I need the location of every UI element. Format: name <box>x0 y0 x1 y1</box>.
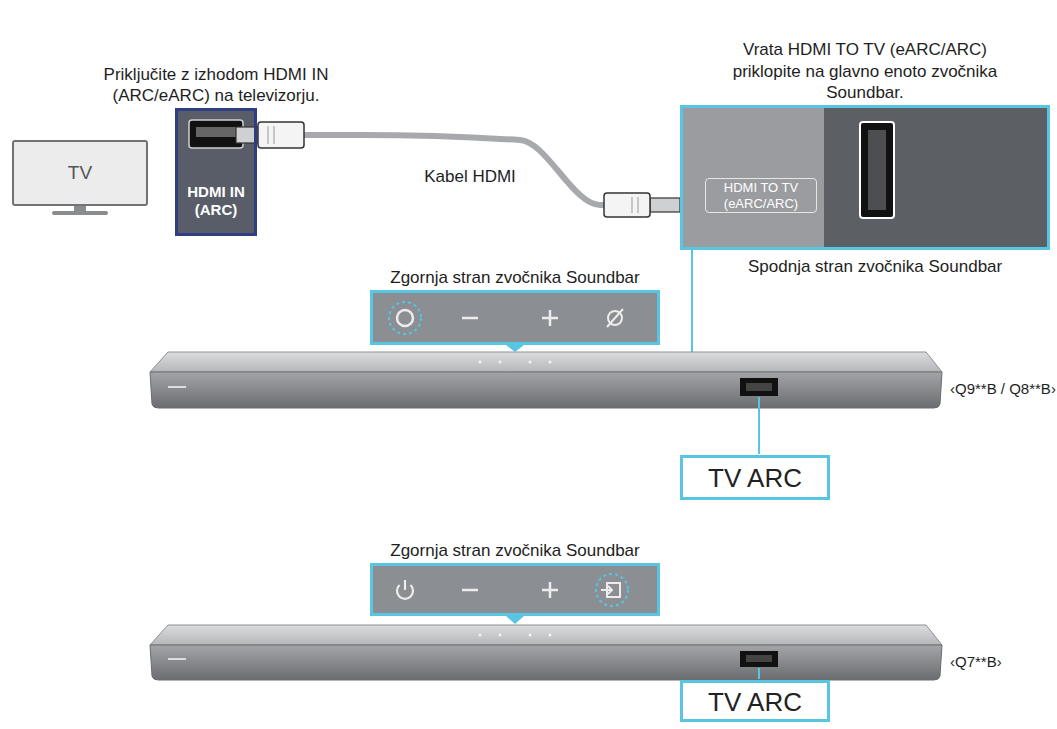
hdmi-plug <box>236 122 304 148</box>
callout-heading: Zgornja stran zvočnika Soundbar <box>355 267 675 288</box>
leader-line <box>691 250 693 353</box>
soundbar-port-box: Vrata HDMI TO TV (eARC/ARC) priklopite n… <box>680 105 1050 250</box>
model-label: ‹Q7**B› <box>950 653 1002 670</box>
soundbar-port-panel <box>683 108 1047 247</box>
tv-arc-callout: TV ARC <box>680 680 830 722</box>
port-label: HDMI TO TV (eARC/ARC) <box>705 178 817 213</box>
model-label: ‹Q9**B / Q8**B› <box>950 380 1056 397</box>
port-label: TV <box>18 162 142 185</box>
callout-heading: Zgornja stran zvočnika Soundbar <box>355 540 675 561</box>
cable-label: Kabel HDMI <box>421 167 519 187</box>
top-panel-callout: Zgornja stran zvočnika Soundbar <box>370 290 660 345</box>
port-label: TV ARC <box>687 463 823 494</box>
soundbar-q9-q8 <box>150 352 942 408</box>
tv-stand <box>52 206 108 215</box>
hdmi-plug <box>604 193 680 217</box>
leader-line <box>758 397 760 454</box>
tv-screen: TV <box>12 140 148 206</box>
tv-hdmi-port-box: Priključite z izhodom HDMI IN (ARC/eARC)… <box>175 108 257 236</box>
port-label: TV ARC <box>687 687 823 718</box>
tv-arc-callout: TV ARC <box>680 455 830 500</box>
top-panel-callout: Zgornja stran zvočnika Soundbar <box>370 563 660 616</box>
side-caption: Spodnja stran zvočnika Soundbar <box>748 257 1002 277</box>
soundbar-q7 <box>150 625 942 680</box>
callout-heading: Priključite z izhodom HDMI IN (ARC/eARC)… <box>71 64 361 107</box>
callout-heading: Vrata HDMI TO TV (eARC/ARC) priklopite n… <box>730 39 1000 103</box>
leader-line <box>758 668 760 679</box>
port-label: HDMI IN (ARC) <box>181 183 251 219</box>
